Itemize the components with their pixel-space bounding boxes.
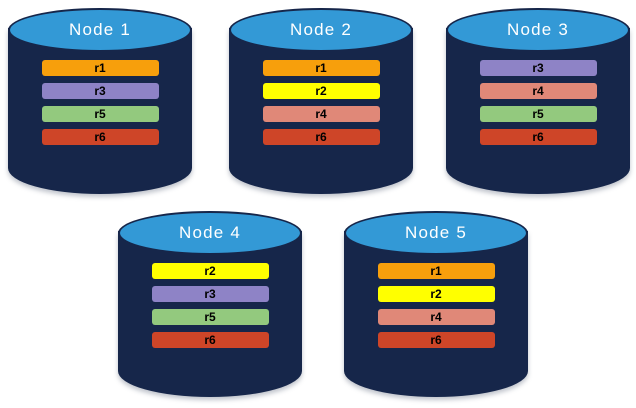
replica-bar[interactable]: r5 xyxy=(479,106,597,122)
cylinder-top-icon xyxy=(446,8,630,52)
replica-bar[interactable]: r5 xyxy=(41,106,159,122)
replica-list: r3 r4 r5 r6 xyxy=(446,60,630,145)
replica-bar[interactable]: r4 xyxy=(377,309,495,325)
replica-bar[interactable]: r6 xyxy=(479,129,597,145)
replica-bar[interactable]: r3 xyxy=(41,83,159,99)
cylinder-top-icon xyxy=(8,8,192,52)
replica-bar[interactable]: r6 xyxy=(377,332,495,348)
replica-list: r2 r3 r5 r6 xyxy=(118,263,302,348)
database-node[interactable]: Node 3 r3 r4 r5 r6 xyxy=(446,8,630,194)
node-label: Node 1 xyxy=(68,20,132,39)
database-node[interactable]: Node 1 r1 r3 r5 r6 xyxy=(8,8,192,194)
replica-bar[interactable]: r4 xyxy=(479,83,597,99)
node-label: Node 3 xyxy=(506,20,570,39)
replica-bar[interactable]: r2 xyxy=(262,83,380,99)
node-label: Node 2 xyxy=(289,20,353,39)
replica-list: r1 r2 r4 r6 xyxy=(229,60,413,145)
replica-bar[interactable]: r3 xyxy=(151,286,269,302)
replica-bar[interactable]: r6 xyxy=(41,129,159,145)
replica-bar[interactable]: r5 xyxy=(151,309,269,325)
replica-bar[interactable]: r4 xyxy=(262,106,380,122)
replica-bar[interactable]: r1 xyxy=(377,263,495,279)
replica-bar[interactable]: r3 xyxy=(479,60,597,76)
replica-bar[interactable]: r2 xyxy=(151,263,269,279)
database-node[interactable]: Node 5 r1 r2 r4 r6 xyxy=(344,211,528,397)
node-label: Node 4 xyxy=(178,223,242,242)
replica-bar[interactable]: r1 xyxy=(262,60,380,76)
replica-list: r1 r3 r5 r6 xyxy=(8,60,192,145)
replica-list: r1 r2 r4 r6 xyxy=(344,263,528,348)
node-label: Node 5 xyxy=(404,223,468,242)
database-node[interactable]: Node 2 r1 r2 r4 r6 xyxy=(229,8,413,194)
replica-bar[interactable]: r6 xyxy=(262,129,380,145)
cylinder-top-icon xyxy=(229,8,413,52)
replica-bar[interactable]: r1 xyxy=(41,60,159,76)
replica-bar[interactable]: r2 xyxy=(377,286,495,302)
cylinder-top-icon xyxy=(344,211,528,255)
database-node[interactable]: Node 4 r2 r3 r5 r6 xyxy=(118,211,302,397)
replica-bar[interactable]: r6 xyxy=(151,332,269,348)
cylinder-top-icon xyxy=(118,211,302,255)
